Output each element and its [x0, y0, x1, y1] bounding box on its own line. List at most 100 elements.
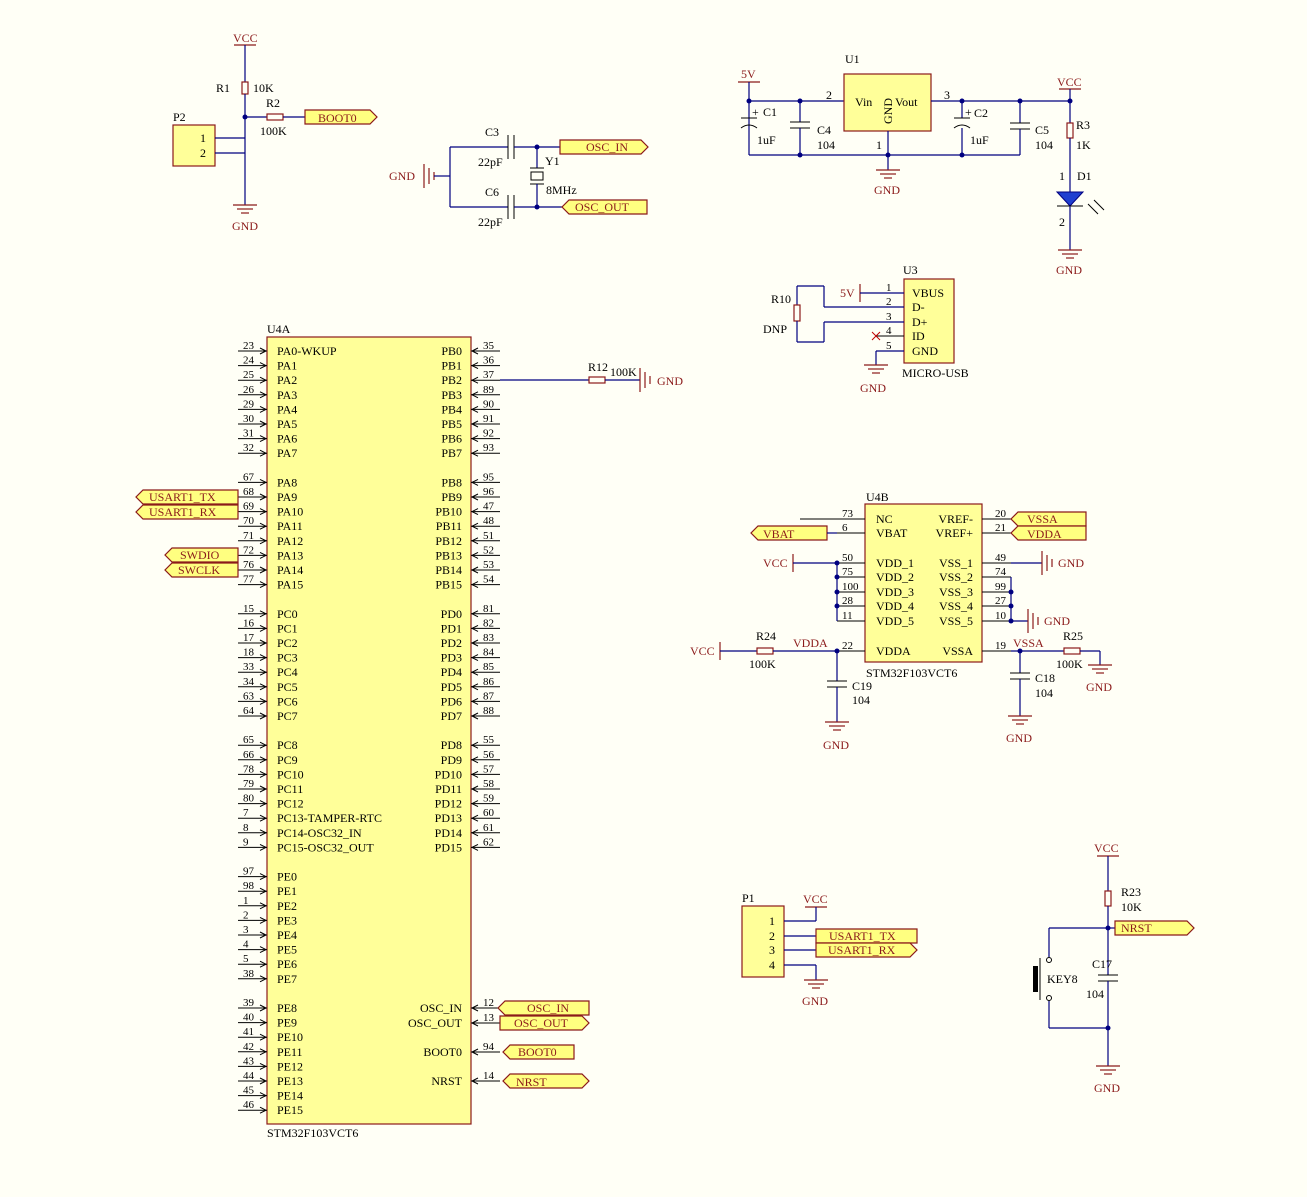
pin-number: 68	[243, 486, 255, 498]
c4-ref: C4	[817, 123, 831, 137]
pin-number: 61	[483, 822, 494, 834]
pin-name: PC8	[277, 738, 298, 752]
regulator-circuit: 5V + C1 1uF C4 104 U1 Vin Vout GND 2 3 1…	[738, 52, 1105, 277]
p2-pin1: 1	[200, 131, 206, 145]
pin-name: OSC_OUT	[408, 1016, 463, 1030]
resistor-r10	[793, 304, 801, 322]
pin-number: 58	[483, 778, 495, 790]
pin-number: 2	[886, 296, 892, 308]
netport-osc-in-label: OSC_IN	[527, 1001, 569, 1015]
pin-name: PD15	[435, 840, 462, 854]
pin-number: 29	[243, 398, 255, 410]
pin-number: 74	[995, 566, 1007, 578]
r12-value: 100K	[610, 365, 637, 379]
pin-number: 3	[243, 924, 249, 936]
pin-name: PA13	[277, 548, 303, 562]
d1-pin2: 2	[1059, 215, 1065, 229]
gnd-label: GND	[1058, 556, 1084, 570]
pin-number: 64	[243, 705, 255, 717]
pin-name: PD0	[441, 607, 462, 621]
u4b-ref: U4B	[866, 490, 889, 504]
pin-name: PB7	[441, 446, 462, 460]
d1-pin1: 1	[1059, 169, 1065, 183]
pin-number: 24	[243, 355, 255, 367]
pin-number: 57	[483, 763, 495, 775]
c19-ref: C19	[852, 679, 872, 693]
d1-ref: D1	[1077, 169, 1092, 183]
pin-name: PA3	[277, 388, 297, 402]
p1-ref: P1	[742, 891, 755, 905]
gnd-label: GND	[1094, 1081, 1120, 1095]
pin-name: PC13-TAMPER-RTC	[277, 811, 382, 825]
netport-swclk	[164, 562, 239, 578]
gnd-label: GND	[389, 169, 415, 183]
pin-number: 44	[243, 1070, 255, 1082]
pin-number: 54	[483, 574, 495, 586]
pin-name: PE10	[277, 1030, 303, 1044]
pin-number: 87	[483, 690, 495, 702]
resistor-r25	[1063, 647, 1081, 655]
pin-name: NRST	[431, 1074, 462, 1088]
vcc-label: VCC	[803, 892, 828, 906]
connector-p2	[172, 124, 216, 167]
pin-name: PC5	[277, 680, 298, 694]
resistor-r2	[266, 113, 284, 121]
pin-number: 100	[842, 581, 859, 593]
5v-label: 5V	[741, 67, 756, 81]
pin-number: 96	[483, 486, 495, 498]
netport-osc-out-label: OSC_OUT	[514, 1016, 569, 1030]
pin-number: 17	[243, 632, 255, 644]
pin-number: 69	[243, 501, 255, 513]
pin-number: 79	[243, 778, 255, 790]
5v-label: 5V	[840, 286, 855, 300]
pin-name: OSC_IN	[420, 1001, 462, 1015]
connector-u3	[903, 278, 955, 364]
pin-number: 88	[483, 705, 495, 717]
netport-osc-in	[559, 139, 649, 155]
pin-number: 73	[842, 508, 854, 520]
pin-number: 43	[243, 1055, 255, 1067]
r24-ref: R24	[756, 629, 776, 643]
pin-number: 19	[995, 640, 1007, 652]
netport-usart1-tx	[815, 928, 918, 944]
pin-name: PB0	[441, 344, 462, 358]
pin-name: PA1	[277, 359, 297, 373]
pin-number: 45	[243, 1085, 255, 1097]
u1-pin2: 2	[826, 88, 832, 102]
pin-number: 81	[483, 603, 494, 615]
pin-number: 55	[483, 734, 495, 746]
pin-name: PA8	[277, 475, 297, 489]
pin-number: 50	[842, 552, 854, 564]
r10-value: DNP	[763, 322, 787, 336]
pin-number: 71	[243, 530, 254, 542]
pin-number: 16	[243, 617, 255, 629]
u1-vout: Vout	[895, 95, 918, 109]
netport-swdio-label: SWDIO	[180, 548, 220, 562]
pin-number: 75	[842, 566, 854, 578]
pin-number: 11	[842, 610, 853, 622]
pin-number: 91	[483, 413, 494, 425]
pin-name: PE15	[277, 1103, 303, 1117]
c3-value: 22pF	[478, 155, 503, 169]
key8-ref: KEY8	[1047, 972, 1078, 986]
